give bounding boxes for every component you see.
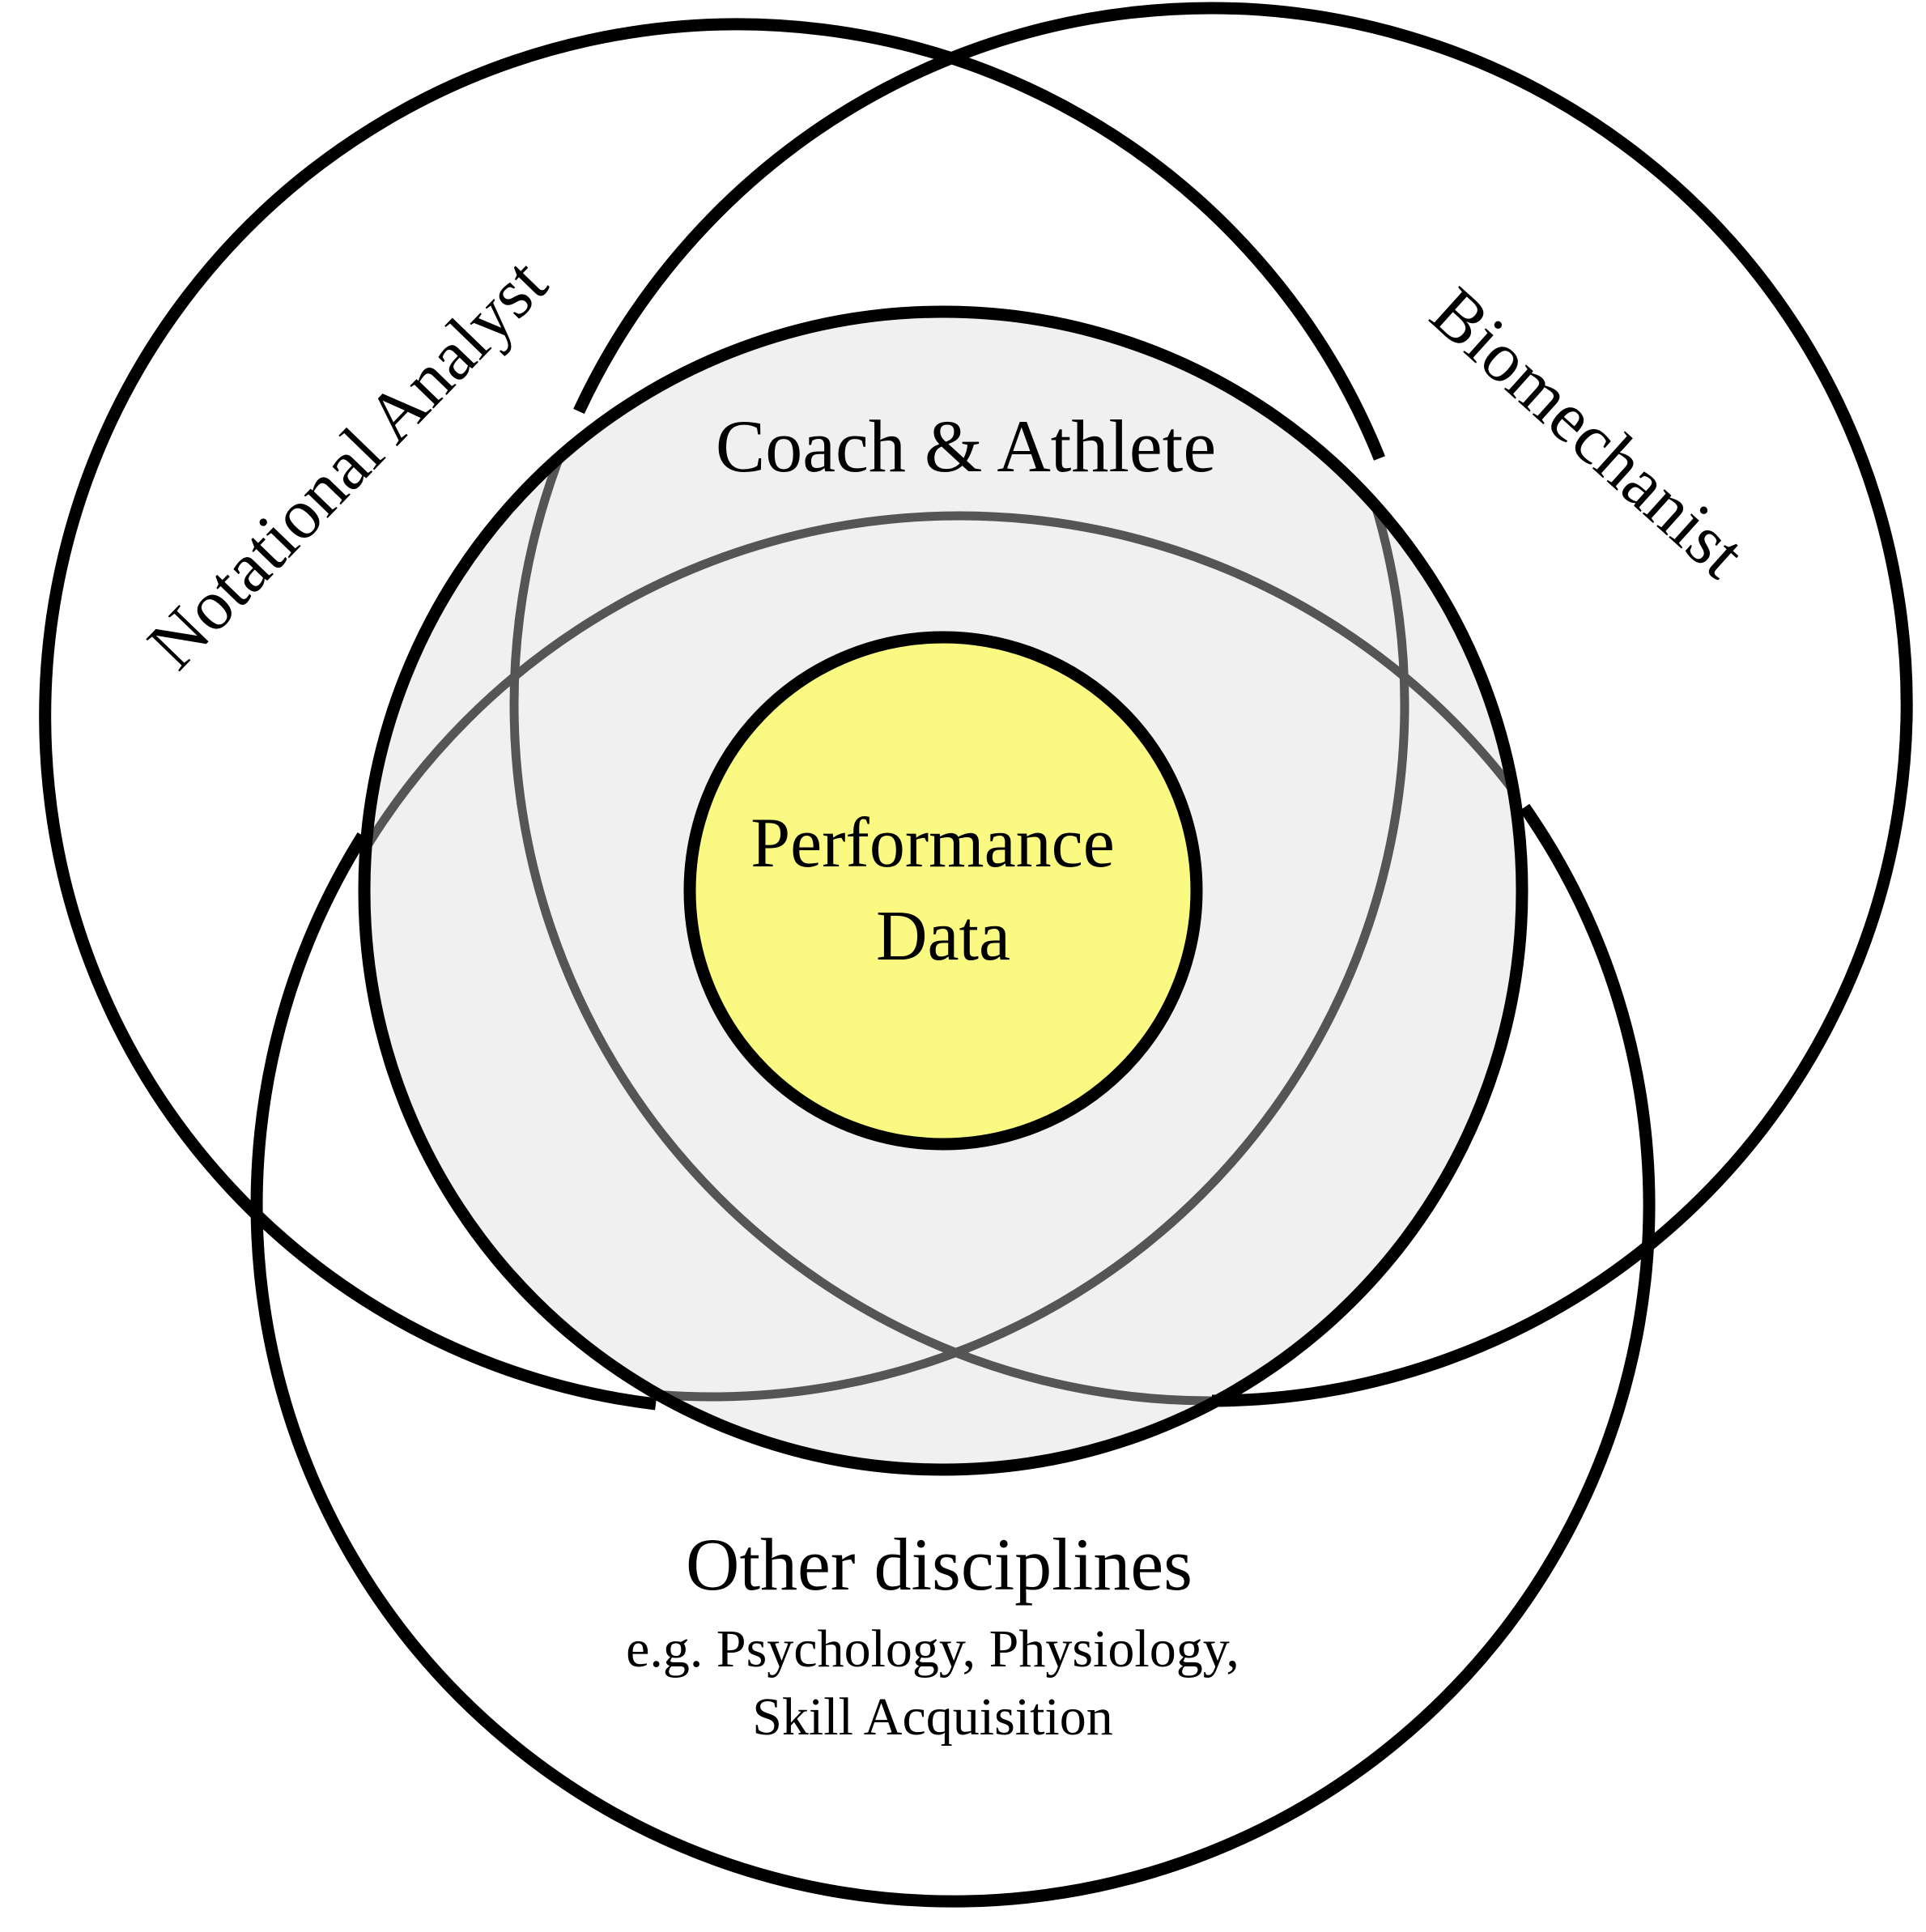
- other-disciplines-label: Other disciplines: [686, 1523, 1193, 1606]
- biomechanist-circle: [573, 2, 1913, 1407]
- other-disciplines-examples-line2: Skill Acquisition: [752, 1687, 1113, 1747]
- performance-data-label-line2: Data: [876, 897, 1010, 976]
- coach-athlete-label: Coach & Athlete: [716, 405, 1216, 487]
- notational-analyst-circle: [39, 18, 1385, 1411]
- biomechanist-label: Biomechanist: [1416, 273, 1760, 594]
- other-disciplines-examples-line1: e.g. Psychology, Physiology,: [626, 1619, 1239, 1679]
- coach-athlete-circle: [358, 305, 1528, 1476]
- other-disciplines-circle: [250, 803, 1656, 1908]
- performance-data-label-line1: Performance: [750, 804, 1115, 883]
- performance-data-circle: [683, 631, 1203, 1151]
